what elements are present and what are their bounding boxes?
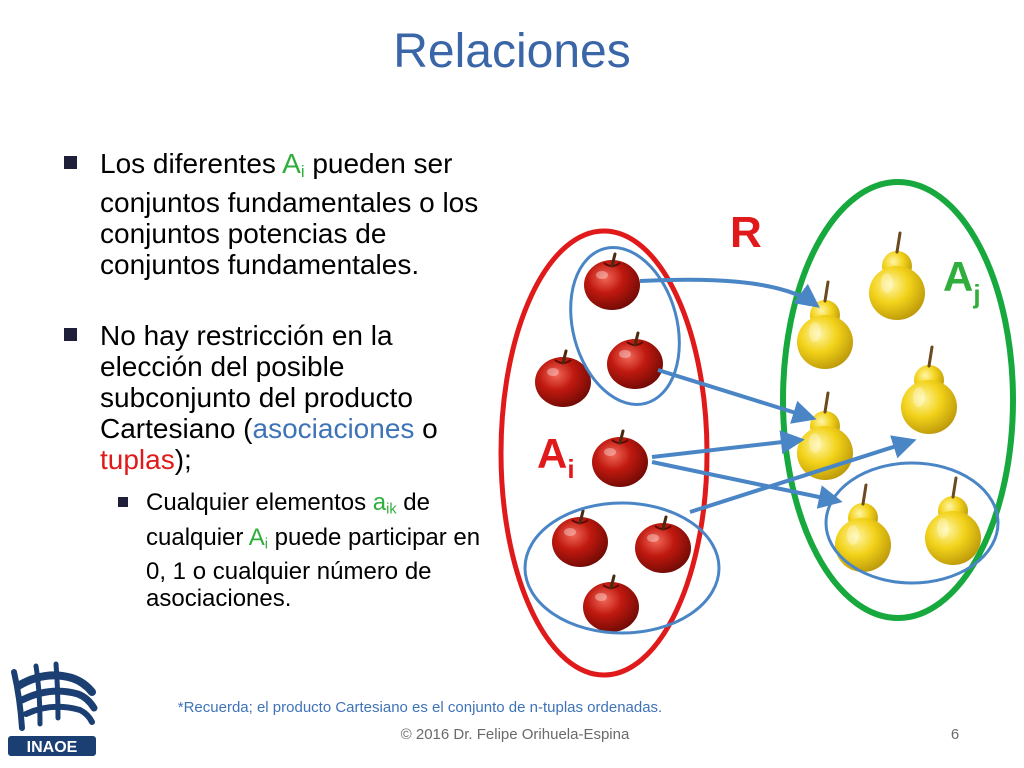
subset-outline	[523, 501, 721, 635]
apple-icon	[590, 429, 650, 489]
relation-arrow	[657, 368, 817, 424]
pear-icon	[795, 280, 855, 371]
term-asociaciones: asociaciones	[252, 413, 415, 445]
pear-icon	[867, 231, 927, 322]
inaoe-logo: INAOE	[8, 661, 98, 756]
relation-arrow	[651, 460, 843, 509]
slide-title: Relaciones	[393, 25, 631, 78]
set-ai-label: Ai	[537, 430, 575, 484]
apple-icon	[582, 252, 642, 312]
relation-arrow	[639, 277, 820, 308]
subset-outline	[569, 246, 681, 406]
pear-icon	[899, 345, 959, 436]
footer-credit: © 2016 Dr. Felipe Orihuela-Espina	[400, 726, 630, 743]
element-aik-symbol: aik	[372, 489, 397, 518]
subset-outline	[824, 461, 1000, 585]
apple-icon	[605, 331, 665, 391]
relation-arrow	[651, 430, 805, 459]
pear-icon	[923, 476, 983, 567]
bullet-list: Los diferentes Ai pueden ser conjuntos f…	[62, 148, 502, 612]
square-bullet-icon	[118, 497, 128, 508]
set-ai-symbol: Ai	[282, 148, 305, 182]
set-ai-symbol: Ai	[248, 523, 268, 553]
bullet-item: No hay restricción en la elección del po…	[62, 320, 502, 475]
bullet-item: Los diferentes Ai pueden ser conjuntos f…	[62, 148, 502, 280]
footnote: *Recuerda; el producto Cartesiano es el …	[177, 699, 663, 716]
set-ai-ellipse	[498, 228, 710, 678]
square-bullet-icon	[64, 156, 77, 169]
svg-text:INAOE: INAOE	[27, 739, 78, 756]
apple-icon	[581, 574, 641, 634]
relation-label: R	[730, 208, 762, 257]
set-aj-label: Aj	[943, 253, 981, 309]
set-aj-ellipse	[780, 179, 1016, 621]
relation-arrow	[689, 435, 917, 514]
square-bullet-icon	[64, 328, 77, 342]
term-tuplas: tuplas	[100, 444, 175, 476]
sub-bullet-item: Cualquier elementos aik de cualquier Ai …	[62, 489, 502, 612]
apple-icon	[633, 515, 693, 575]
page-number: 6	[950, 726, 960, 743]
